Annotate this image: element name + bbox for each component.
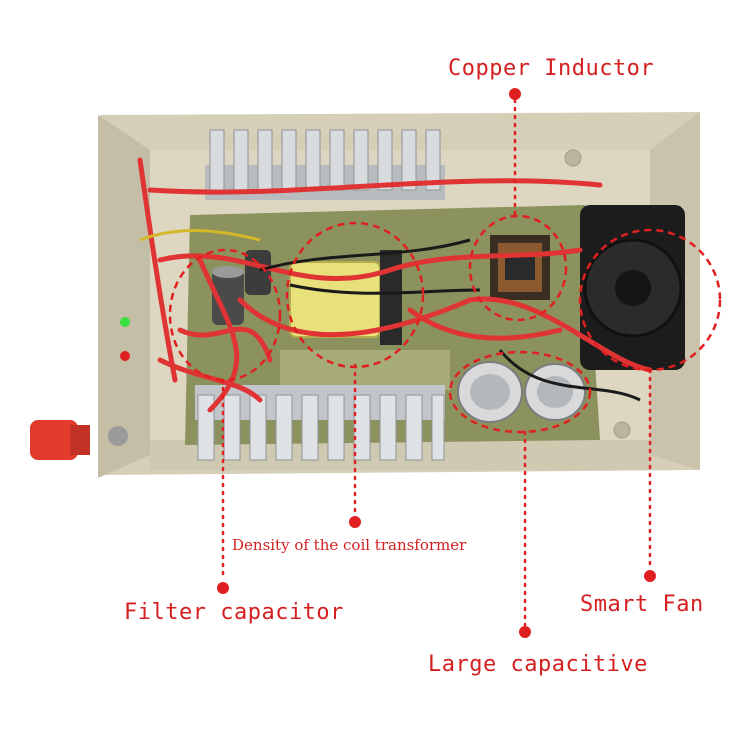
red-wires <box>137 157 653 413</box>
label-coil-transformer: Density of the coil transformer <box>232 536 467 554</box>
label-smart-fan: Smart Fan <box>580 592 704 617</box>
copper-inductor <box>490 235 550 300</box>
red-terminal <box>30 420 128 460</box>
red-led <box>120 351 130 361</box>
filter-capacitor-circle <box>168 248 282 382</box>
yellow-wire <box>139 229 261 242</box>
bottom-heatsink <box>195 385 445 461</box>
leader-dots <box>217 88 656 638</box>
leader-lines <box>221 98 652 627</box>
large-capacitor-circle <box>448 350 592 434</box>
inductor-circle <box>468 214 568 322</box>
label-filter-capacitor: Filter capacitor <box>124 600 344 625</box>
label-large-capacitive: Large capacitive <box>428 652 648 677</box>
label-copper-inductor: Copper Inductor <box>448 56 655 81</box>
green-led <box>120 317 130 327</box>
black-wires <box>259 238 641 402</box>
filter-capacitors <box>212 250 271 325</box>
